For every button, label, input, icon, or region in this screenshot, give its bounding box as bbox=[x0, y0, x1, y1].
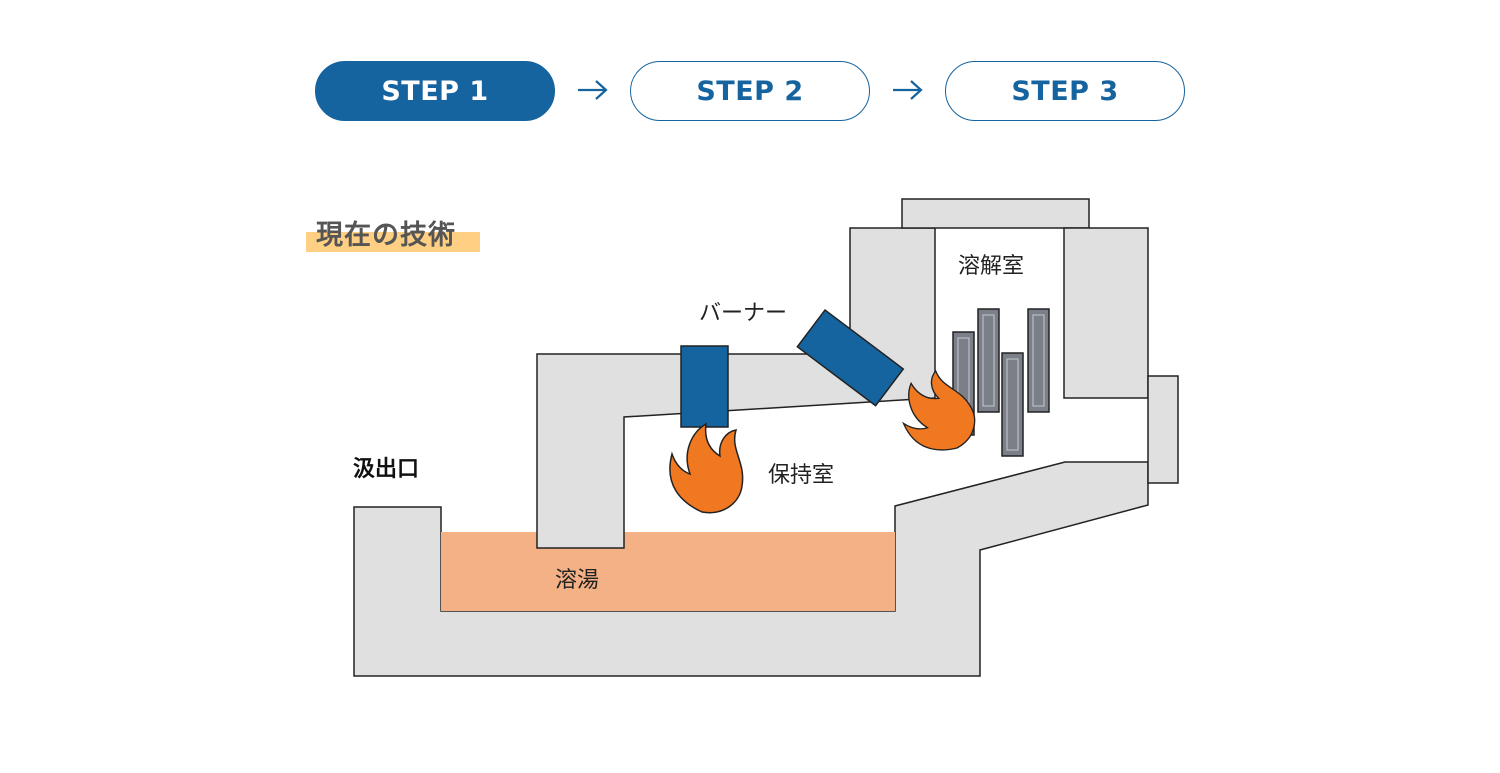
burner-icon bbox=[680, 345, 729, 428]
holding-chamber-label: 保持室 bbox=[768, 463, 834, 488]
molten-metal-pool bbox=[441, 532, 895, 611]
ingot-icon bbox=[1001, 352, 1024, 457]
tapping-port-label: 汲出口 bbox=[353, 457, 419, 482]
title-highlight bbox=[306, 232, 480, 252]
section-title-text: 現在の技術 bbox=[316, 220, 456, 251]
section-title: 現在の技術 bbox=[306, 213, 482, 253]
melting-chamber-cap bbox=[901, 198, 1090, 229]
flame-icon bbox=[669, 423, 744, 514]
burner-icon bbox=[796, 308, 905, 407]
ingot-icon bbox=[977, 308, 1000, 413]
step-indicator: STEP 1 STEP 2 STEP 3 bbox=[0, 0, 1500, 150]
ingot-icon bbox=[1027, 308, 1050, 413]
step-3-pill[interactable]: STEP 3 bbox=[945, 61, 1185, 121]
arrow-right-icon bbox=[578, 80, 608, 100]
charging-door bbox=[1147, 375, 1179, 484]
melting-chamber-right-wall bbox=[1063, 227, 1149, 399]
molten-metal-label: 溶湯 bbox=[555, 568, 599, 593]
burner-label: バーナー bbox=[699, 301, 787, 326]
melting-chamber-label: 溶解室 bbox=[958, 254, 1024, 279]
step-2-pill[interactable]: STEP 2 bbox=[630, 61, 870, 121]
step-1-pill[interactable]: STEP 1 bbox=[315, 61, 555, 121]
arrow-right-icon bbox=[893, 80, 923, 100]
